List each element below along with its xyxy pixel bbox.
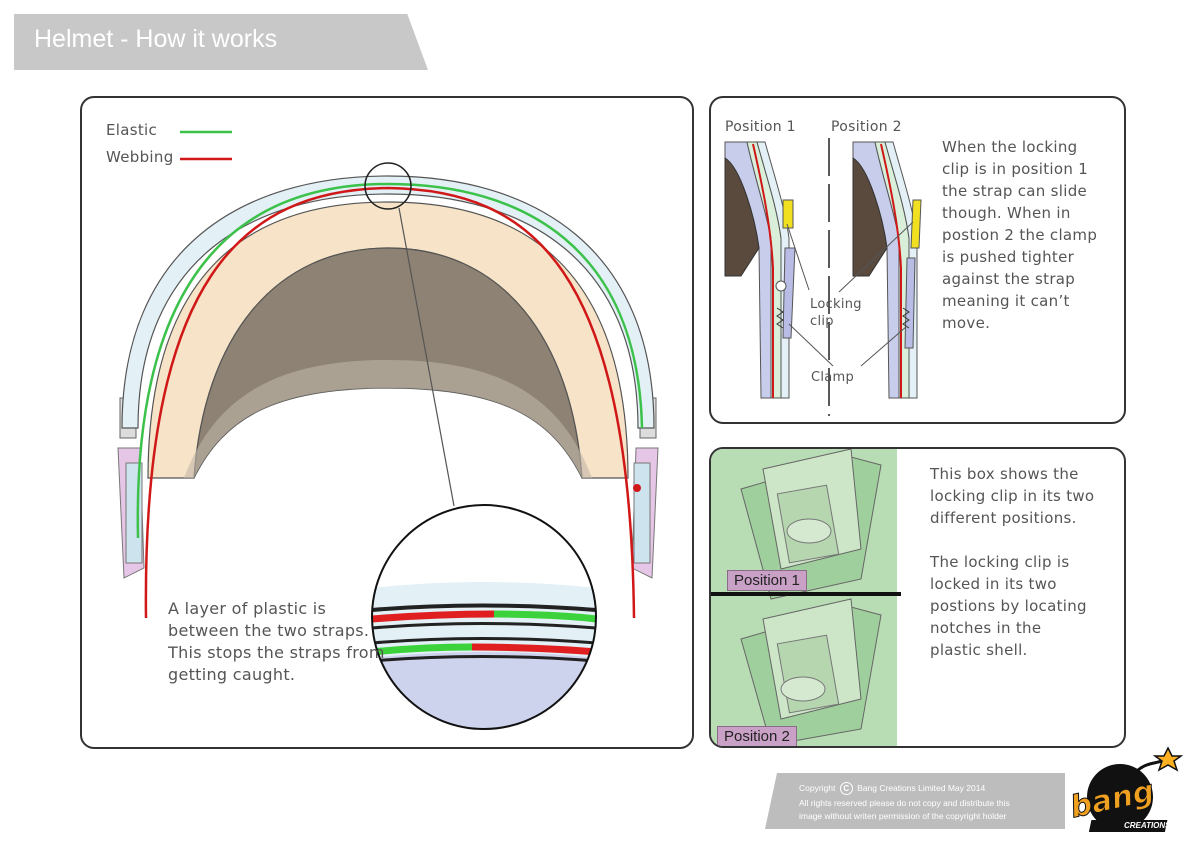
copyright-line-3: image without writen permission of the c…: [799, 811, 1007, 821]
locking-clip-description: When the locking clip is in position 1 t…: [942, 138, 1098, 332]
box-position-1-label: Position 1: [727, 570, 807, 591]
helmet-diagram: [117, 130, 659, 730]
outer-shell: [121, 175, 655, 429]
position-2-clip-drawing: [852, 141, 922, 399]
locking-clip-label: Locking clip: [810, 297, 862, 329]
webbing-legend-label: Webbing: [106, 148, 174, 166]
helmet-cross-section-panel: Elastic Webbing A layer of plastic is be…: [80, 96, 694, 749]
zoom-leader-line: [398, 207, 455, 507]
page-title: Helmet - How it works: [34, 25, 278, 53]
copyright-line-2: All rights reserved please do not copy a…: [799, 798, 1010, 808]
elastic-legend-label: Elastic: [106, 121, 158, 139]
copyright-footer: Copyright C Bang Creations Limited May 2…: [765, 773, 1065, 829]
zoom-marker-circle: [364, 162, 412, 210]
clip-box-description: This box shows the locking clip in its t…: [930, 465, 1095, 659]
position-1-label: Position 1: [725, 119, 796, 135]
magnified-strap-detail: [371, 504, 597, 730]
bang-creations-logo: bang CREATIONS: [1067, 742, 1186, 837]
copyright-line-1: Copyright C Bang Creations Limited May 2…: [799, 782, 986, 795]
locking-clip-diagram: [724, 138, 922, 416]
clip-box-panel: Position 1 Position 2 This box shows the…: [709, 447, 1126, 748]
plastic-layer-note: A layer of plastic is between the two st…: [168, 599, 385, 684]
logo-subtext: CREATIONS: [1124, 821, 1171, 830]
clip-box-render-position-1: [740, 449, 882, 600]
position-1-clip-drawing: [724, 141, 796, 399]
clip-box-render-position-2: [740, 598, 882, 746]
elastic-strap: [136, 182, 644, 539]
bomb-icon: [1087, 746, 1184, 832]
clip-box-renders: [711, 449, 901, 746]
position-2-label: Position 2: [831, 119, 902, 135]
clamp-label: Clamp: [811, 370, 855, 385]
webbing-strap: [144, 186, 636, 619]
copyright-icon: C: [839, 782, 853, 795]
box-position-2-label: Position 2: [717, 726, 797, 746]
locking-clip-positions-panel: Position 1 Position 2 Locking clip Clamp…: [709, 96, 1126, 424]
page-title-banner: Helmet - How it works: [14, 14, 428, 70]
